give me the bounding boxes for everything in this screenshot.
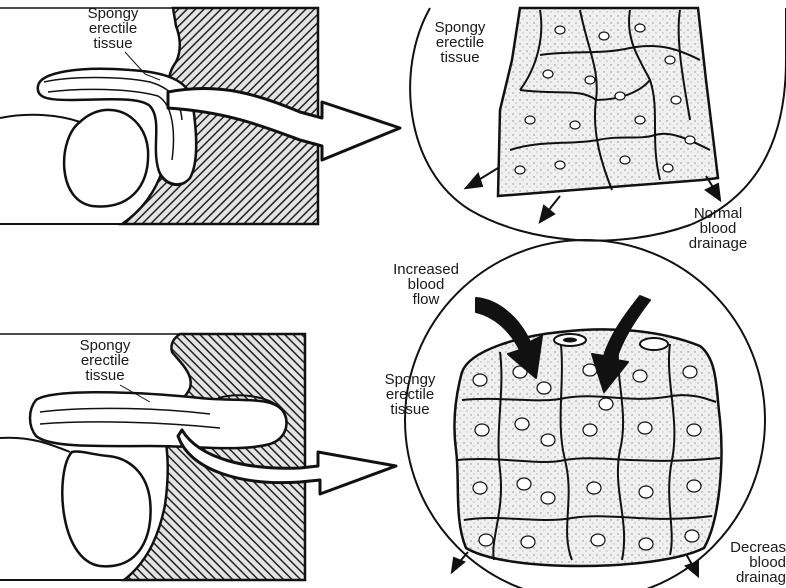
decreased-drainage-label: Decreas blood drainag xyxy=(696,540,786,585)
label-line: Spongy xyxy=(370,372,450,387)
label-line: Spongy xyxy=(60,338,150,353)
label-line: tissue xyxy=(68,36,158,51)
bottom-left-tissue-label: Spongy erectile tissue xyxy=(60,338,150,383)
bottom-penis-shaft xyxy=(30,392,286,448)
top-testicle xyxy=(64,110,148,207)
label-line: drainag xyxy=(696,570,786,585)
label-line: tissue xyxy=(370,402,450,417)
bottom-testicle xyxy=(62,452,150,567)
increased-flow-label: Increased blood flow xyxy=(376,262,476,307)
label-line: drainage xyxy=(668,236,768,251)
top-left-tissue-label: Spongy erectile tissue xyxy=(68,6,158,51)
label-line: erectile xyxy=(68,21,158,36)
label-line: erectile xyxy=(420,35,500,50)
label-line: blood xyxy=(668,221,768,236)
bottom-right-tissue-label: Spongy erectile tissue xyxy=(370,372,450,417)
label-line: Normal xyxy=(668,206,768,221)
bottom-anatomy-panel xyxy=(0,334,305,580)
label-line: erectile xyxy=(370,387,450,402)
label-line: Increased xyxy=(376,262,476,277)
normal-drainage-label: Normal blood drainage xyxy=(668,206,768,251)
top-right-tissue-label: Spongy erectile tissue xyxy=(420,20,500,65)
label-line: erectile xyxy=(60,353,150,368)
label-line: Decreas xyxy=(696,540,786,555)
label-line: tissue xyxy=(60,368,150,383)
label-line: Spongy xyxy=(420,20,500,35)
label-line: blood xyxy=(376,277,476,292)
label-line: Spongy xyxy=(68,6,158,21)
label-line: tissue xyxy=(420,50,500,65)
label-line: flow xyxy=(376,292,476,307)
label-line: blood xyxy=(696,555,786,570)
